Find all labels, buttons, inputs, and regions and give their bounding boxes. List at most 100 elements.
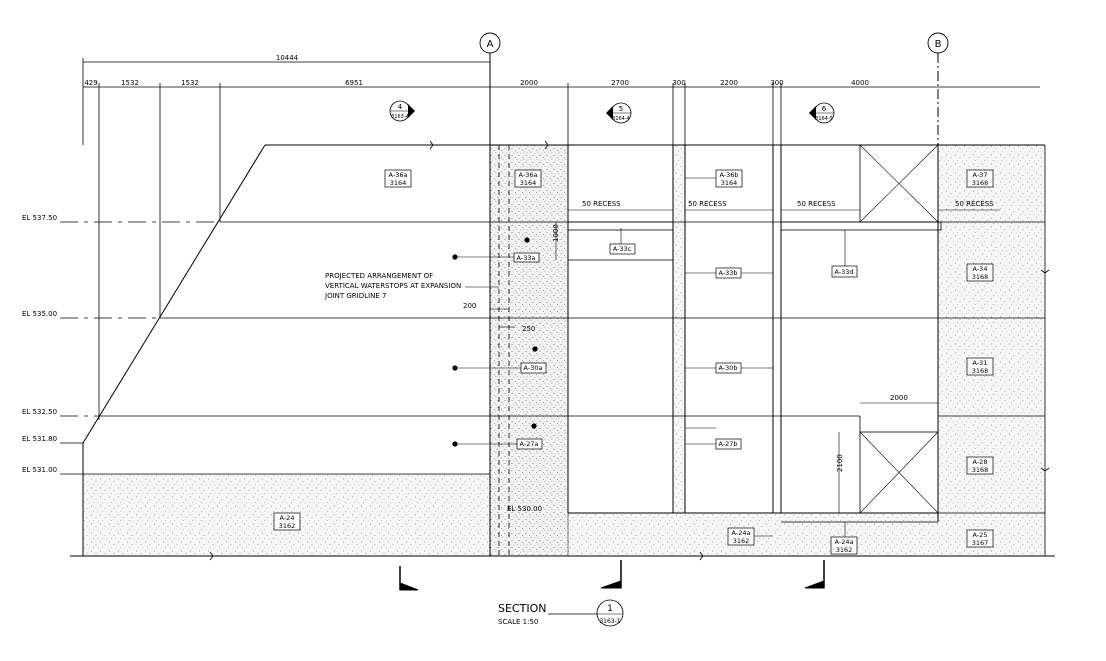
- grid-line-a: A: [479, 32, 501, 556]
- tag-a30a: A-30a: [520, 362, 547, 374]
- svg-text:A-25: A-25: [973, 531, 988, 539]
- recess-texts: 50 RECESS 50 RECESS 50 RECESS 50 RECESS: [582, 200, 994, 208]
- dim-2000: 2000: [520, 79, 538, 87]
- section-number: 1: [607, 604, 613, 614]
- dim-2200: 2200: [720, 79, 738, 87]
- section-marker-5: 5 3164-4: [606, 102, 632, 124]
- tag-a28: A-28 3168: [966, 456, 994, 475]
- dim-300-a: 300: [672, 79, 685, 87]
- dim-2000-b: 2000: [890, 394, 908, 402]
- section-marker-4: 4 3163-4: [389, 100, 415, 122]
- tag-a24a-1: A-24a 3162: [727, 527, 773, 546]
- leader-lines: [452, 237, 538, 447]
- tag-a33a: A-33a: [513, 252, 540, 263]
- dim-2100: 2100: [836, 454, 844, 472]
- section-title: SECTION SCALE 1:50 1 3163-1: [498, 599, 624, 627]
- dim-1532-a: 1532: [121, 79, 139, 87]
- level-531-00: EL 531.00: [22, 466, 57, 474]
- recess-label: 50 RECESS: [582, 200, 621, 208]
- svg-text:3162: 3162: [279, 522, 296, 530]
- svg-text:6: 6: [822, 105, 827, 113]
- tag-a36b: A-36b 3164: [685, 169, 743, 188]
- recess-label: 50 RECESS: [955, 200, 994, 208]
- tag-a31: A-31 3168: [966, 357, 994, 376]
- svg-text:A-24a: A-24a: [835, 538, 854, 546]
- break-marks: [209, 140, 1050, 561]
- recess-label: 50 RECESS: [797, 200, 836, 208]
- svg-text:A-33b: A-33b: [718, 269, 737, 277]
- svg-text:A-27b: A-27b: [718, 440, 737, 448]
- tag-a33b: A-33b: [685, 267, 773, 279]
- tag-a27b: A-27b: [685, 438, 742, 450]
- dim-300-b: 300: [770, 79, 783, 87]
- svg-text:A-24: A-24: [280, 514, 295, 522]
- svg-text:5: 5: [619, 105, 623, 113]
- note-line: VERTICAL WATERSTOPS AT EXPANSION: [325, 282, 461, 290]
- svg-text:A-31: A-31: [973, 359, 988, 367]
- section-scale: SCALE 1:50: [498, 618, 538, 626]
- structure-lines: [60, 144, 1055, 557]
- svg-text:3164-5: 3164-5: [815, 116, 833, 122]
- svg-text:3167: 3167: [972, 539, 989, 547]
- tag-a34: A-34 3168: [966, 263, 994, 282]
- tag-a25: A-25 3167: [966, 529, 994, 548]
- tag-a33d: A-33d: [831, 265, 858, 278]
- tag-a30b: A-30b: [685, 362, 773, 374]
- svg-text:3164: 3164: [721, 179, 738, 187]
- svg-text:3164: 3164: [390, 179, 407, 187]
- svg-text:3162: 3162: [733, 537, 750, 545]
- svg-text:3168: 3168: [972, 466, 989, 474]
- note-line: PROJECTED ARRANGEMENT OF: [325, 272, 433, 280]
- grid-line-b: B: [927, 32, 949, 145]
- tag-a24a-2: A-24a 3162: [830, 536, 858, 555]
- dim-6951: 6951: [345, 79, 363, 87]
- level-530-00: EL 530.00: [507, 505, 542, 513]
- tag-a37: A-37 3168: [966, 169, 994, 188]
- svg-text:A-24a: A-24a: [732, 529, 751, 537]
- tag-a36a-2: A-36a 3164: [514, 169, 542, 188]
- dim-texts: 10444 429 1532 1532 6951 2000 2700 300 2…: [84, 54, 869, 87]
- waterstop-note: PROJECTED ARRANGEMENT OF VERTICAL WATERS…: [324, 272, 499, 300]
- dim-overall: 10444: [276, 54, 299, 62]
- section-ref: 3163-1: [599, 618, 620, 625]
- top-dimensions: [82, 58, 1040, 420]
- svg-text:A-36a: A-36a: [519, 171, 538, 179]
- svg-text:4: 4: [398, 103, 403, 111]
- svg-text:3163-4: 3163-4: [391, 114, 409, 120]
- svg-text:A-37: A-37: [973, 171, 988, 179]
- section-heading: SECTION: [498, 602, 546, 615]
- svg-text:A-33a: A-33a: [517, 254, 536, 262]
- small-dim-texts: 1000 200 250 2000 2100: [463, 224, 908, 472]
- svg-text:A: A: [487, 39, 494, 50]
- svg-text:A-36b: A-36b: [719, 171, 738, 179]
- dim-1000: 1000: [552, 224, 560, 242]
- dim-250: 250: [522, 325, 535, 333]
- svg-text:3164-4: 3164-4: [612, 116, 630, 122]
- svg-text:A-28: A-28: [973, 458, 988, 466]
- dim-200: 200: [463, 302, 476, 310]
- dim-429: 429: [84, 79, 97, 87]
- svg-text:A-34: A-34: [973, 265, 988, 273]
- svg-text:B: B: [935, 39, 942, 50]
- level-537-50: EL 537.50: [22, 214, 57, 222]
- tag-a24: A-24 3162: [273, 512, 301, 531]
- tag-a36a-1: A-36a 3164: [384, 169, 412, 188]
- svg-text:A-30b: A-30b: [718, 364, 737, 372]
- dim-1532-b: 1532: [181, 79, 199, 87]
- svg-text:3162: 3162: [836, 546, 853, 554]
- dim-4000: 4000: [851, 79, 869, 87]
- small-dimensions: [490, 222, 938, 537]
- level-535-00: EL 535.00: [22, 310, 57, 318]
- svg-text:A-33c: A-33c: [613, 245, 632, 253]
- level-532-50: EL 532.50: [22, 408, 57, 416]
- svg-text:3168: 3168: [972, 367, 989, 375]
- svg-text:3164: 3164: [520, 179, 537, 187]
- tag-a33c: A-33c: [609, 243, 636, 255]
- concrete-fills: [83, 144, 1045, 557]
- section-marker-6: 6 3164-5: [809, 102, 835, 124]
- svg-text:A-33d: A-33d: [834, 268, 853, 276]
- tag-a27a: A-27a: [516, 438, 543, 450]
- svg-text:A-27a: A-27a: [520, 440, 539, 448]
- level-531-80: EL 531.80: [22, 435, 57, 443]
